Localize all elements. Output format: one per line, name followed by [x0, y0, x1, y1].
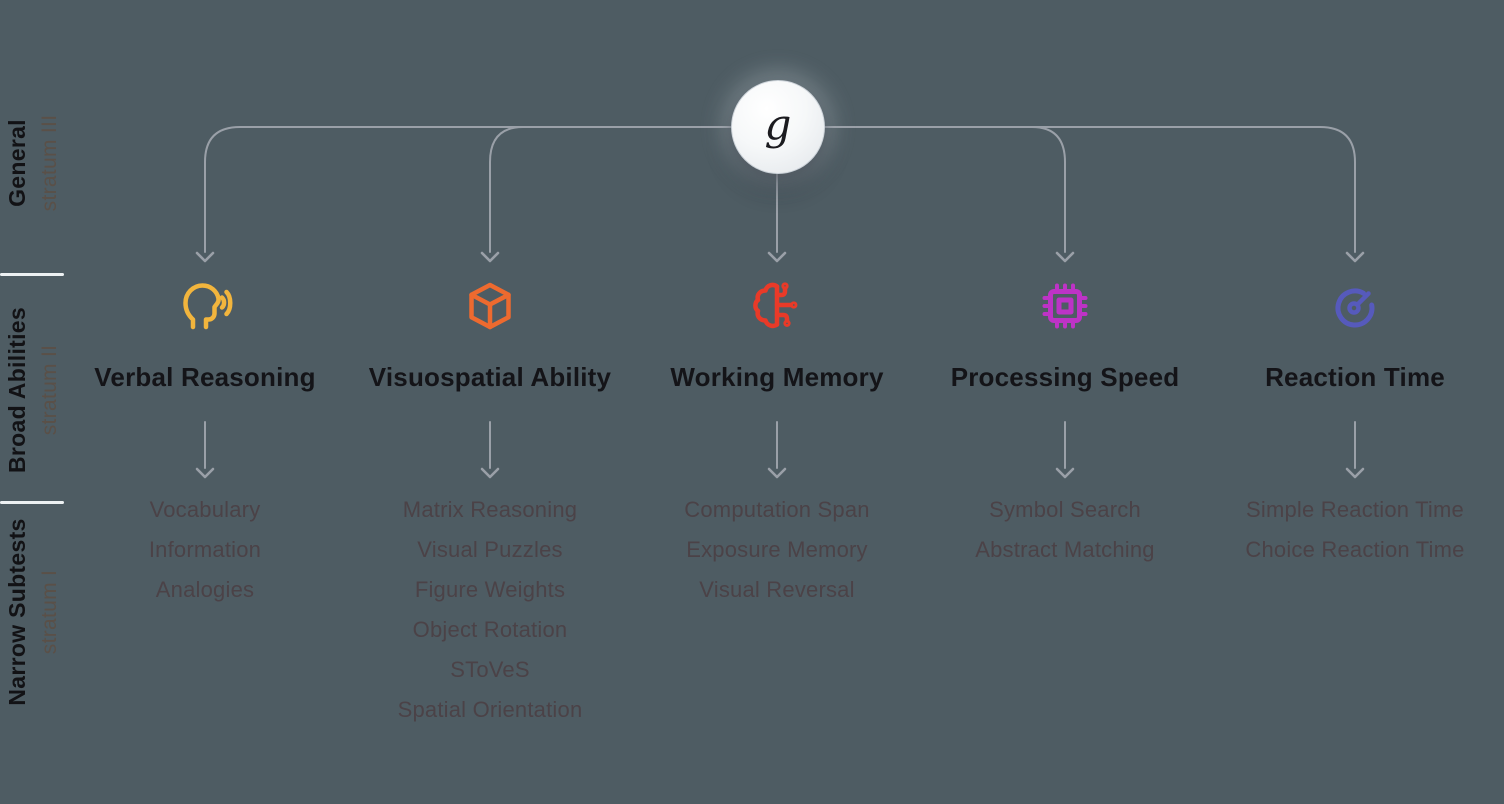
broad-ability-label: Processing Speed — [950, 362, 1180, 392]
brain-circuit-icon — [753, 282, 798, 329]
arrowhead-icon — [1055, 467, 1075, 479]
sidebar-divider — [0, 273, 64, 276]
branch-col2 — [489, 126, 524, 253]
stratum-title: Narrow Subtests — [4, 518, 30, 706]
arrowhead-icon — [195, 251, 215, 263]
column-reaction-time: Reaction Time Simple Reaction Time Choic… — [1205, 278, 1504, 562]
subtest-item: Spatial Orientation — [397, 697, 583, 722]
column-visuospatial-ability: Visuospatial Ability Matrix Reasoning Vi… — [340, 278, 640, 722]
broad-ability-label: Verbal Reasoning — [94, 362, 316, 392]
gauge-icon — [1335, 288, 1375, 328]
broad-ability-label: Visuospatial Ability — [368, 362, 612, 392]
arrowhead-icon — [480, 467, 500, 479]
cpu-chip-icon — [1042, 283, 1088, 329]
arrowhead-icon — [1345, 251, 1365, 263]
subtest-item: Figure Weights — [414, 577, 566, 602]
subtest-item: Vocabulary — [149, 497, 261, 522]
arrowhead-icon — [767, 251, 787, 263]
stratum-title: General — [4, 119, 30, 207]
stratum-label-general: General stratum III — [1, 33, 65, 293]
subtest-item: Exposure Memory — [686, 537, 868, 562]
subtest-item: SToVeS — [450, 657, 530, 682]
stratum-subtitle: stratum III — [38, 114, 61, 212]
arrowhead-icon — [1345, 467, 1365, 479]
broad-ability-label: Working Memory — [670, 362, 884, 392]
sidebar-divider — [0, 501, 64, 504]
arrowhead-icon — [480, 251, 500, 263]
general-intelligence-node: g — [731, 80, 825, 174]
subtest-item: Abstract Matching — [975, 537, 1155, 562]
subtest-item: Visual Puzzles — [417, 537, 563, 562]
subtest-list: Matrix Reasoning Visual Puzzles Figure W… — [340, 490, 640, 730]
branch-col4 — [1031, 126, 1066, 253]
column-verbal-reasoning: Verbal Reasoning Vocabulary Information … — [55, 278, 355, 602]
arrowhead-icon — [195, 467, 215, 479]
subtest-list: Symbol Search Abstract Matching — [915, 490, 1215, 570]
subtest-list: Simple Reaction Time Choice Reaction Tim… — [1205, 490, 1504, 570]
speaking-head-icon — [183, 283, 233, 330]
subtest-item: Analogies — [155, 577, 255, 602]
subtest-item: Matrix Reasoning — [402, 497, 578, 522]
cube-icon — [469, 282, 511, 330]
subtest-item: Simple Reaction Time — [1246, 497, 1464, 522]
subtest-list: Vocabulary Information Analogies — [55, 490, 355, 610]
subtest-item: Computation Span — [684, 497, 870, 522]
column-processing-speed: Processing Speed Symbol Search Abstract … — [915, 278, 1215, 562]
subtest-item: Choice Reaction Time — [1245, 537, 1465, 562]
subtest-item: Information — [148, 537, 262, 562]
arrowhead-icon — [1055, 251, 1075, 263]
g-label: g — [764, 99, 792, 149]
arrowhead-icon — [767, 467, 787, 479]
broad-ability-label: Reaction Time — [1265, 362, 1445, 392]
subtest-item: Object Rotation — [412, 617, 568, 642]
subtest-item: Symbol Search — [989, 497, 1141, 522]
column-working-memory: Working Memory Computation Span Exposure… — [627, 278, 927, 602]
stratum-title: Broad Abilities — [4, 307, 30, 473]
subtest-item: Visual Reversal — [699, 577, 855, 602]
subtest-list: Computation Span Exposure Memory Visual … — [627, 490, 927, 610]
